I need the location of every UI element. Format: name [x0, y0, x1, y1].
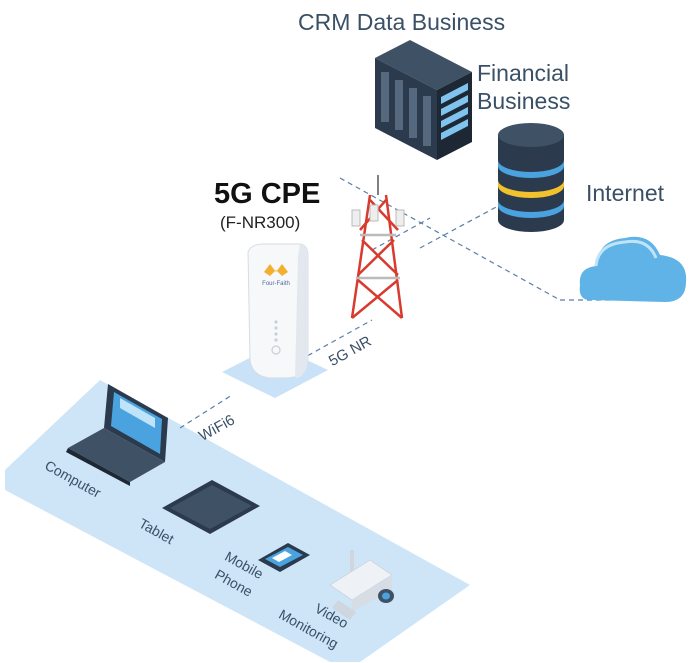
connection-lines — [179, 177, 610, 429]
financial-label-line1: Financial — [477, 60, 570, 86]
database-icon — [498, 123, 564, 232]
cloud-icon — [579, 236, 687, 302]
cpe-model: (F-NR300) — [220, 213, 301, 232]
crm-label: CRM Data Business — [298, 9, 506, 35]
router-brand: Four-Faith — [262, 281, 290, 287]
camera-icon — [329, 550, 394, 620]
tablet-icon — [162, 480, 260, 534]
cell-tower-icon — [350, 175, 405, 319]
server-rack-icon — [375, 40, 472, 160]
cpe-title: 5G CPE — [214, 178, 321, 210]
mobile-phone-icon — [258, 543, 310, 572]
device-platform — [5, 380, 470, 662]
laptop-icon — [66, 384, 168, 486]
router-icon: Four-Faith — [247, 243, 309, 379]
financial-label-line2: Business — [477, 88, 571, 114]
internet-label: Internet — [586, 180, 664, 206]
